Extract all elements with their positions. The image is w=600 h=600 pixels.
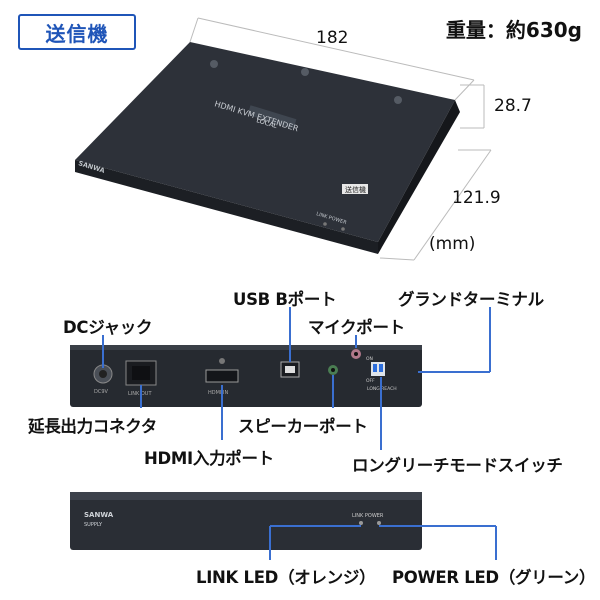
device-top-view: HDMI KVM EXTENDER LOCAL 送信機 SANWA LINK P… xyxy=(75,42,460,254)
hdmi-port-label: HDMI IN xyxy=(208,390,228,396)
callout-lines xyxy=(102,307,497,560)
dimension-lines xyxy=(189,17,492,261)
front-brand-text: SANWA xyxy=(84,511,114,519)
dc-port-label: DC9V xyxy=(94,389,109,395)
callout-speaker: スピーカーポート xyxy=(238,417,368,436)
switch-on-label: ON xyxy=(366,356,373,362)
callout-long-reach: ロングリーチモードスイッチ xyxy=(352,456,563,475)
dimension-unit: (mm) xyxy=(429,234,476,254)
callout-ground: グランドターミナル xyxy=(398,290,544,309)
callout-link-led: LINK LED（オレンジ） xyxy=(196,568,376,587)
callout-power-led: POWER LED（グリーン） xyxy=(392,568,596,587)
dimension-depth: 121.9 xyxy=(452,188,501,208)
front-panel-view: SANWA SUPPLY LINK POWER xyxy=(70,492,422,550)
front-led-text: LINK POWER xyxy=(352,513,384,519)
callout-extension: 延長出力コネクタ xyxy=(28,417,157,436)
rear-panel-view: DC9V LINK OUT HDMI IN ON OFF LONG REACH xyxy=(70,345,422,407)
callout-mic: マイクポート xyxy=(308,318,405,337)
dimension-height: 28.7 xyxy=(494,96,532,116)
front-brand-sub: SUPPLY xyxy=(84,522,103,528)
callout-usb-b: USB Bポート xyxy=(233,290,337,309)
switch-off-label: OFF xyxy=(366,378,375,384)
transmitter-badge: 送信機 xyxy=(18,14,136,50)
weight-label: 重量：約630g xyxy=(445,18,582,42)
device-tag-text: 送信機 xyxy=(345,185,366,194)
callout-dc-jack: DCジャック xyxy=(63,318,153,337)
callout-hdmi-in: HDMI入力ポート xyxy=(144,449,274,468)
dimension-width: 182 xyxy=(316,28,349,48)
